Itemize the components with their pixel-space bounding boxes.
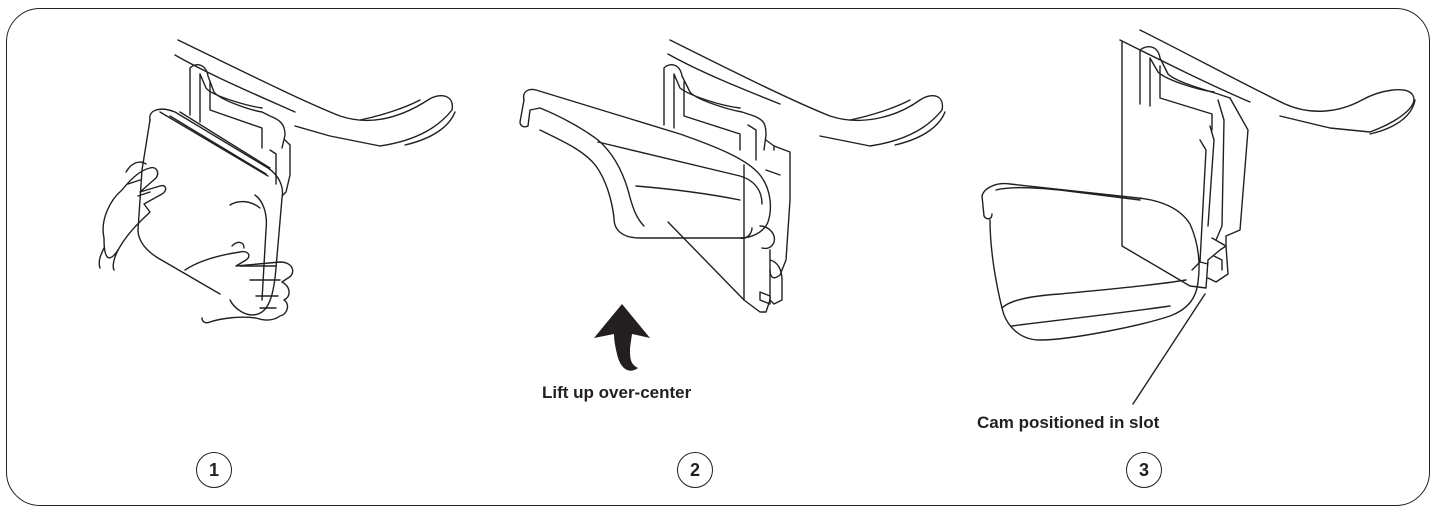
panel-2-illustration (519, 39, 946, 313)
cam-leader-line (1132, 293, 1206, 405)
cam-caption: Cam positioned in slot (977, 413, 1160, 432)
step-number-1: 1 (196, 452, 232, 488)
table-edge (669, 39, 944, 147)
panel-3-illustration (981, 29, 1416, 341)
back-plate (743, 164, 771, 313)
panel-1-illustration (98, 39, 456, 324)
table-edge-lower (174, 54, 296, 113)
back-plate (1121, 41, 1249, 289)
lift-arrow (594, 304, 650, 371)
back-bracket (663, 64, 767, 151)
lift-caption: Lift up over-center (542, 383, 692, 402)
back-bracket (189, 64, 286, 149)
table-edge (1139, 29, 1415, 133)
step-number-2: 2 (677, 452, 713, 488)
hand-lower (184, 250, 294, 324)
table-edge (177, 39, 454, 147)
back-bracket (1139, 46, 1231, 105)
diagram-frame (6, 8, 1430, 506)
step-number-3: 3 (1126, 452, 1162, 488)
seat-cushion (149, 108, 284, 316)
seat-cushion (522, 88, 772, 239)
